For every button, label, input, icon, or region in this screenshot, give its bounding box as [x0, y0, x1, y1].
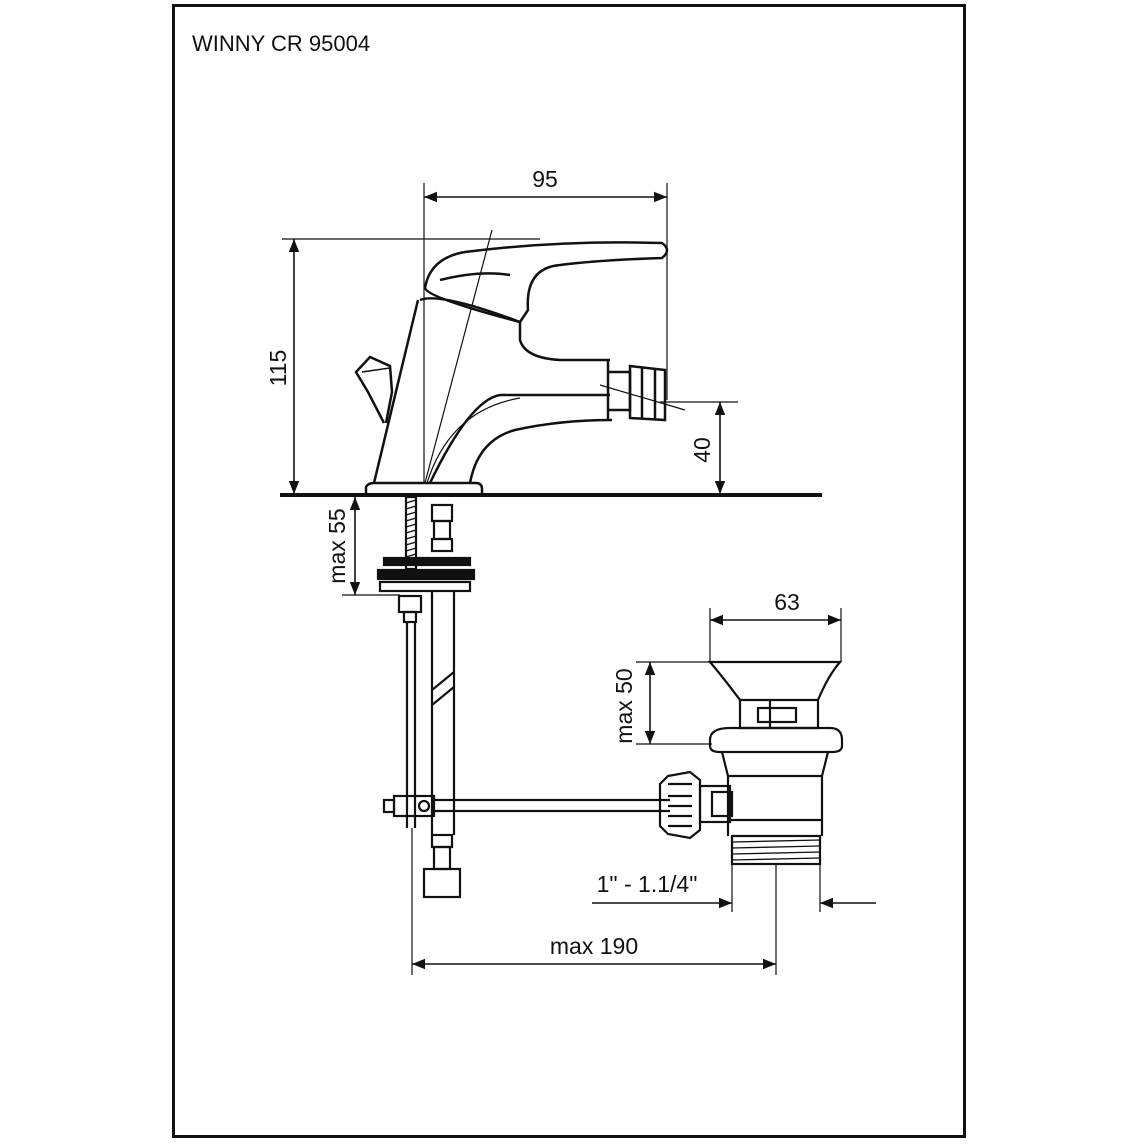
dim-label-115: 115: [265, 350, 291, 387]
mixer-tap: [354, 229, 686, 494]
drawing-title: WINNY CR 95004: [192, 31, 371, 56]
dim-label-thread: 1" - 1.1/4": [597, 871, 698, 897]
dim-label-max-190: max 190: [550, 933, 638, 959]
dim-label-max-55: max 55: [324, 508, 350, 583]
dim-label-95: 95: [532, 166, 558, 192]
dim-label-max-50: max 50: [611, 668, 637, 743]
under-basin-fittings: [376, 495, 670, 899]
drawing-frame: [172, 4, 966, 1138]
dim-label-40: 40: [689, 437, 715, 463]
pop-up-waste: [658, 660, 844, 866]
dimension-lines: [282, 183, 876, 975]
dim-label-63: 63: [774, 589, 800, 615]
